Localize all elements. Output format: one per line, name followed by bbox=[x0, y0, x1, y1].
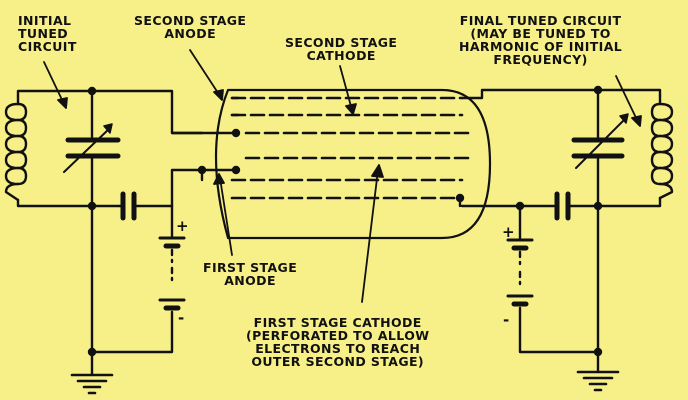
left-inductor-coil bbox=[4, 94, 20, 202]
right-battery-minus: - bbox=[503, 311, 510, 329]
left-battery bbox=[90, 204, 186, 354]
left-battery-minus: - bbox=[178, 309, 185, 327]
leader-arrows bbox=[43, 49, 642, 303]
left-ground bbox=[70, 204, 114, 395]
right-inductor-coil bbox=[658, 94, 674, 200]
final-tuned-circuit-label: FINAL TUNED CIRCUIT (MAY BE TUNED TO HAR… bbox=[459, 13, 623, 67]
tube-electrodes bbox=[230, 96, 472, 200]
right-ground bbox=[576, 204, 620, 392]
initial-tuned-circuit-label: INITIAL TUNED CIRCUIT bbox=[18, 13, 77, 54]
left-battery-plus: + bbox=[176, 217, 189, 235]
right-battery bbox=[506, 204, 600, 354]
tube-envelope bbox=[214, 88, 492, 240]
final-tuned-circuit bbox=[455, 85, 674, 221]
initial-tuned-circuit bbox=[4, 86, 238, 221]
first-stage-cathode-label: FIRST STAGE CATHODE (PERFORATED TO ALLOW… bbox=[246, 315, 430, 369]
first-stage-anode-label: FIRST STAGE ANODE bbox=[203, 260, 298, 288]
second-stage-cathode-label: SECOND STAGE CATHODE bbox=[285, 35, 398, 63]
right-battery-plus: + bbox=[502, 223, 515, 241]
second-stage-anode-label: SECOND STAGE ANODE bbox=[134, 13, 247, 41]
